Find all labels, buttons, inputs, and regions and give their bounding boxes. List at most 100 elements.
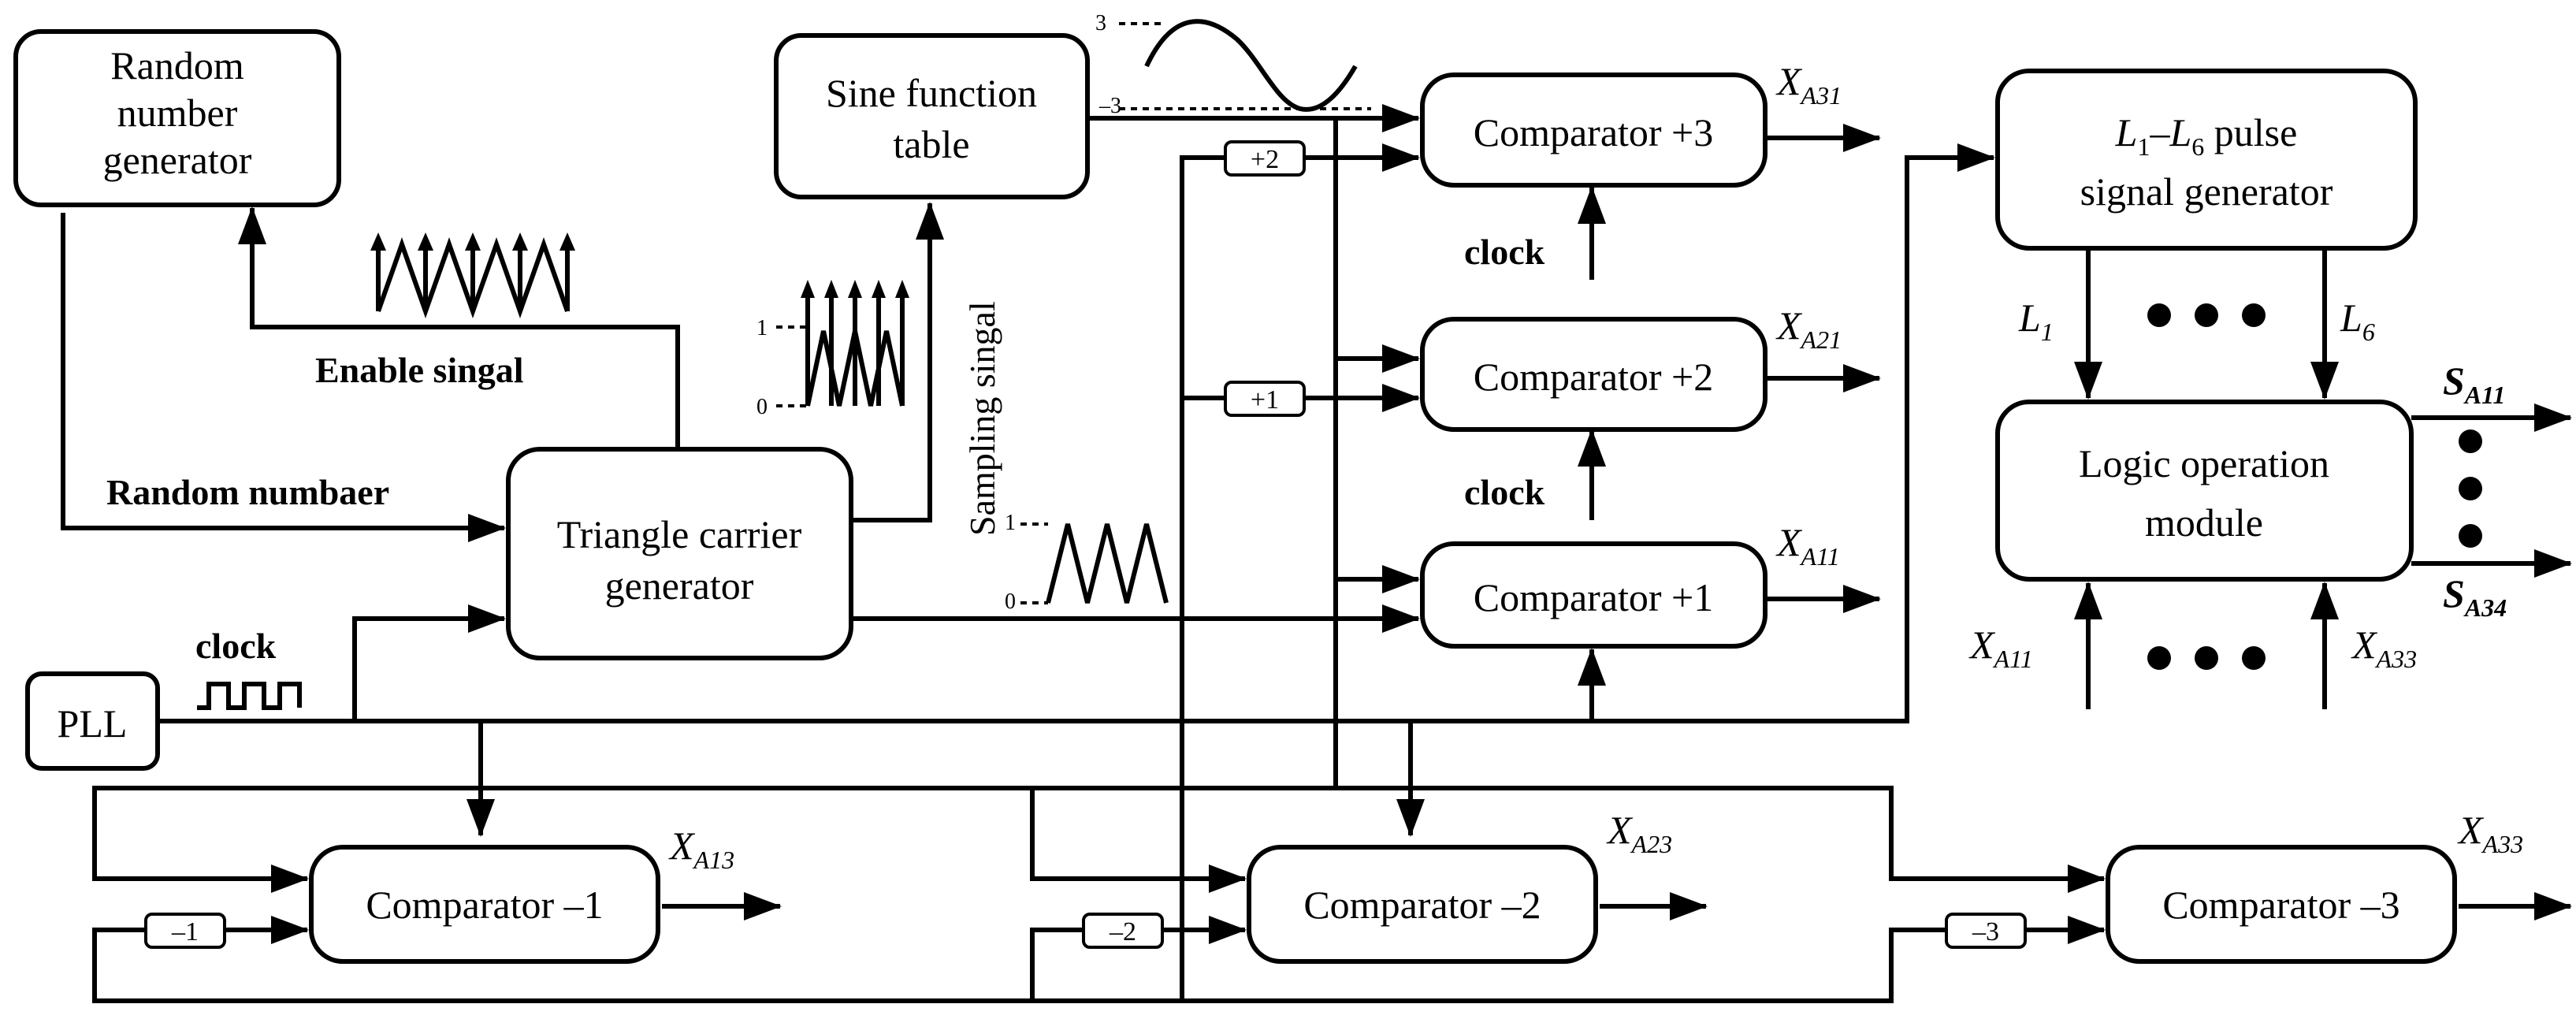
triangle-line-2: generator [605, 563, 754, 608]
ellipsis-dots-logic-outputs [2459, 429, 2482, 548]
logic-in-xa11-main: X [1968, 623, 1996, 667]
sine-table-line-2: table [893, 122, 969, 166]
sine-table-line-1: Sine function [826, 71, 1037, 115]
xa33-label: XA33 [2457, 808, 2523, 858]
pll-block: PLL [25, 671, 160, 771]
xa21-main: X [1775, 303, 1803, 348]
pulse-gen-line-1: L1–L6 pulse [2115, 110, 2298, 161]
clock-waveform [197, 682, 302, 710]
offset-m2-label: –2 [1109, 917, 1136, 946]
pulse-gen-l6-sub: 6 [2191, 132, 2204, 161]
pulse-gen-line1-rest: pulse [2204, 110, 2297, 154]
triangle-carrier-waveform: 1 0 [1005, 511, 1169, 614]
comparator-m3-label: Comparator –3 [2162, 883, 2399, 927]
offset-box-m1: –1 [144, 913, 226, 949]
random-number-generator-block: Random number generator [13, 29, 341, 207]
sampling-signal-waveform: 1 0 [756, 280, 909, 419]
comparator-p2-label: Comparator +2 [1474, 355, 1714, 399]
l1-sub: 1 [2041, 318, 2054, 346]
l1-label: L1 [2018, 296, 2054, 346]
l6-label: L6 [2340, 296, 2375, 346]
l6-main: L [2340, 296, 2362, 340]
triangle-carrier-generator-block: Triangle carrier generator [506, 447, 853, 660]
wire-random-number [61, 213, 506, 542]
logic-operation-module-block: Logic operation module [1995, 400, 2414, 582]
enable-signal-label: Enable singal [315, 350, 524, 390]
wire-clock-to-triangle [352, 604, 506, 721]
clock-label-upper: clock [1464, 232, 1545, 272]
sine-function-table-block: Sine function table [774, 33, 1090, 199]
logic-in-xa33-label: XA33 [2351, 623, 2417, 673]
wire-sine-to-cmp-m3 [1336, 786, 2106, 893]
xa21-label: XA21 [1775, 303, 1842, 354]
xa21-sub: A21 [1800, 325, 1842, 354]
rng-line-2: number [117, 91, 238, 135]
offset-m1-label: –1 [171, 917, 199, 946]
offset-m3-label: –3 [1972, 917, 1999, 946]
comparator-m1-label: Comparator –1 [366, 883, 603, 927]
logic-line-2: module [2145, 500, 2263, 545]
wire-sine-to-cmp-m [92, 786, 1336, 893]
xa23-label: XA23 [1606, 808, 1672, 858]
tri-tick-top: 1 [1005, 511, 1016, 535]
xa31-label: XA31 [1775, 59, 1842, 110]
l6-sub: 6 [2362, 318, 2375, 346]
wire-sampling-signal [851, 202, 944, 522]
logic-line-1: Logic operation [2079, 441, 2329, 485]
wire-tri-to-cmp-m2 [1030, 916, 1247, 1001]
xa11-sub: A11 [1800, 542, 1840, 571]
sine-tick-top: 3 [1095, 11, 1106, 35]
sa34-label: SA34 [2443, 571, 2507, 622]
comparator-p1-block: Comparator +1 [1420, 541, 1768, 649]
sine-waveform: 3 –3 [1095, 11, 1371, 118]
xa31-main: X [1775, 59, 1803, 103]
logic-in-xa33-main: X [2351, 623, 2378, 667]
rng-line-1: Random [110, 43, 244, 87]
ellipsis-dots-pulse [2147, 303, 2266, 327]
sine-tick-bottom: –3 [1098, 94, 1121, 118]
offset-box-m3: –3 [1945, 913, 2027, 949]
xa11-main: X [1775, 520, 1803, 564]
xa13-label: XA13 [668, 824, 734, 874]
xa31-sub: A31 [1800, 81, 1842, 110]
xa33-sub: A33 [2481, 830, 2524, 858]
sa34-main: S [2443, 571, 2465, 615]
sa11-sub: A11 [2463, 381, 2506, 409]
xa11-label: XA11 [1775, 520, 1840, 571]
comparator-m2-label: Comparator –2 [1303, 883, 1541, 927]
pll-label: PLL [58, 701, 128, 746]
l1-main: L [2018, 296, 2041, 340]
pulse-signal-generator-block: L1–L6 pulse signal generator [1995, 69, 2418, 251]
xa13-main: X [668, 824, 696, 868]
comparator-p3-block: Comparator +3 [1420, 73, 1768, 188]
triangle-line-1: Triangle carrier [557, 512, 802, 556]
wire-pll-clock [158, 143, 1995, 723]
pulse-gen-l6: L [2169, 110, 2191, 154]
xa33-main: X [2457, 808, 2485, 852]
pulse-gen-dash: – [2149, 110, 2170, 154]
random-number-label: Random numbaer [106, 472, 389, 512]
wire-sine-to-cmp-m2 [1030, 788, 1247, 893]
comparator-m1-block: Comparator –1 [309, 845, 660, 964]
clock-label-pll: clock [195, 626, 277, 666]
comparator-m2-block: Comparator –2 [1247, 845, 1598, 964]
sa11-main: S [2443, 359, 2465, 403]
tri-tick-bottom: 0 [1005, 589, 1016, 614]
comparator-p1-label: Comparator +1 [1474, 575, 1714, 619]
sampling-tick-bottom: 0 [756, 395, 768, 419]
wire-enable-signal [238, 206, 680, 449]
comparator-p2-block: Comparator +2 [1420, 317, 1768, 432]
enable-signal-waveform [370, 232, 575, 319]
offset-box-p1: +1 [1224, 381, 1306, 417]
sampling-signal-label: Sampling singal [962, 301, 1002, 536]
logic-in-xa33-sub: A33 [2375, 645, 2418, 673]
pulse-gen-line-2: signal generator [2080, 169, 2333, 214]
logic-in-xa11-sub: A11 [1993, 645, 2033, 673]
rng-line-3: generator [103, 138, 252, 182]
pulse-gen-l1-sub: 1 [2137, 132, 2150, 161]
logic-in-xa11-label: XA11 [1968, 623, 2033, 673]
sa11-label: SA11 [2443, 359, 2505, 409]
comparator-m3-block: Comparator –3 [2106, 845, 2457, 964]
pulse-gen-l1: L [2115, 110, 2138, 154]
